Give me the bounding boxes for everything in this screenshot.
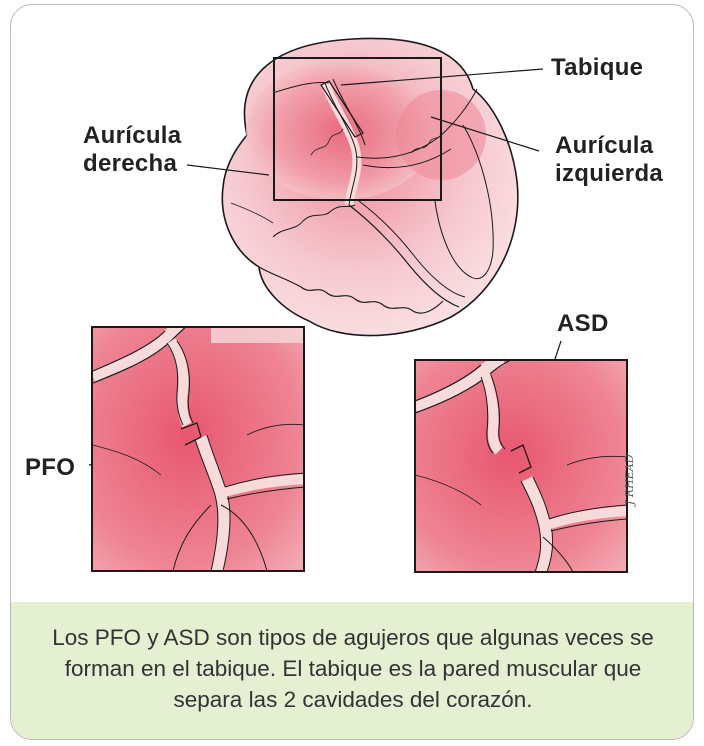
heart-illustration	[88, 37, 628, 573]
label-auricula-derecha-line2: derecha	[83, 150, 178, 177]
label-tabique: Tabique	[551, 54, 644, 81]
caption-text: Los PFO y ASD son tipos de agujeros que …	[52, 625, 654, 712]
label-auricula-izquierda-line1: Aurícula	[555, 132, 654, 159]
heart-cross-section	[221, 37, 519, 337]
pfo-inset	[91, 326, 305, 572]
label-asd: ASD	[557, 310, 609, 337]
label-pfo: PFO	[25, 454, 76, 481]
asd-inset	[414, 359, 628, 573]
label-auricula-derecha-line1: Aurícula	[83, 122, 182, 149]
artist-signature: J RHEAD	[623, 454, 636, 505]
caption-box: Los PFO y ASD son tipos de agujeros que …	[11, 602, 693, 739]
diagram-card: Tabique Aurícula derecha Aurícula izquie…	[10, 4, 694, 740]
label-auricula-izquierda-line2: izquierda	[555, 160, 664, 187]
